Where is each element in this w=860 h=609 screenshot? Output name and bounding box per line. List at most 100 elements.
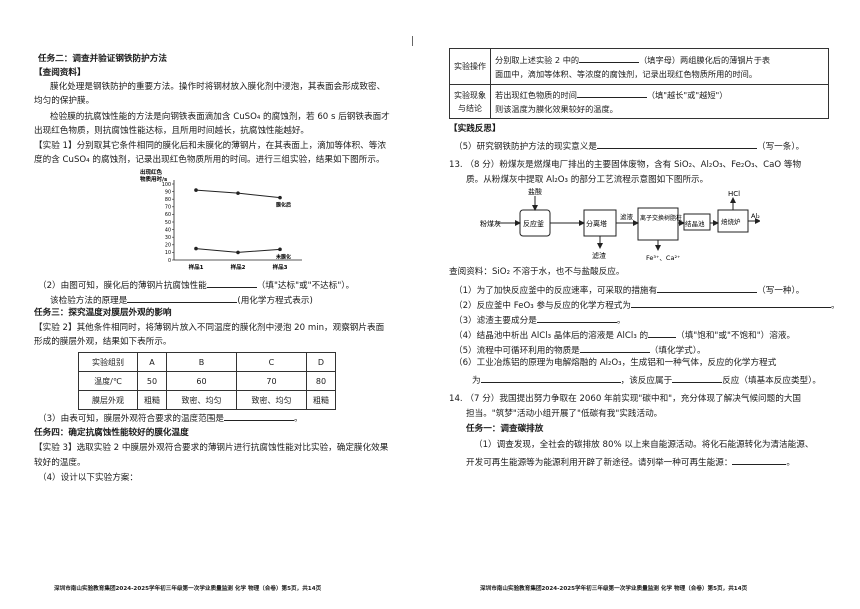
chart-point bbox=[194, 246, 198, 251]
right-page: 实验操作 分别取上述实验 2 中的（填字母）两组膜化后的薄钢片于表 面皿中，滴加… bbox=[430, 0, 860, 609]
experiment-2a: 【实验 2】其他条件相同时，将薄钢片放入不同温度的膜化剂中浸泡 20 min，观… bbox=[34, 323, 385, 333]
consult-label: 【查阅资料】 bbox=[34, 68, 86, 78]
table-cell: 粗糙 bbox=[136, 390, 168, 410]
question-13-2-end: 。 bbox=[831, 301, 840, 311]
table-row: 温度/℃ 50 60 70 80 bbox=[78, 371, 337, 391]
answer-blank-2b[interactable] bbox=[127, 293, 238, 303]
chart-y-tick-label: 80 bbox=[165, 197, 171, 203]
table-cell: 50 bbox=[136, 371, 168, 391]
chart-y-tick-label: 30 bbox=[165, 235, 171, 241]
result-cell: 若出现红色物质的时间 （填"越长"或"越短"） 则该温度为膜化效果较好的温度。 bbox=[490, 84, 829, 119]
row-label-result-1: 实验现象 bbox=[454, 90, 486, 100]
question-13-4-text: （4）结晶池中析出 AlCl₃ 晶体后的溶液是 AlCl₃ 的 bbox=[454, 331, 649, 341]
question-14-1a: （1）调查发现，全社会的碳排放 80% 以上来自能源活动。将化石能源转化为清洁能… bbox=[474, 440, 814, 450]
chart-x-tick-label: 样品3 bbox=[273, 263, 288, 271]
question-13-1-hint: （写一种）。 bbox=[757, 286, 805, 296]
answer-blank-time[interactable] bbox=[576, 88, 647, 98]
question-2a: （2）由图可知，膜化后的薄钢片抗腐蚀性能（填"达标"或"不达标"）。 bbox=[38, 278, 354, 292]
chart-point bbox=[278, 195, 282, 200]
question-13-6a: （6）工业冶炼铝的原理为电解熔融的 Al₂O₃，生成铝和一种气体，反应的化学方程… bbox=[454, 358, 777, 368]
table-header-cell: A bbox=[136, 352, 168, 372]
consult-note: 查阅资料：SiO₂ 不溶于水，也不与盐酸反应。 bbox=[449, 267, 625, 277]
question-13-3-text: （3）滤渣主要成分是 bbox=[454, 316, 537, 326]
page-footer: 深圳市南山实验教育集团2024-2025学年初三年级第一次学业质量监测 化学 物… bbox=[480, 586, 748, 592]
question-13-5: （5）流程中可循环利用的物质是（填化学式）。 bbox=[454, 343, 706, 357]
label-calciner: 焙烧炉 bbox=[721, 217, 741, 226]
task4-title: 任务四：确定抗腐蚀性能较好的膜化温度 bbox=[34, 428, 189, 438]
chart-series-label: 未膜化 bbox=[275, 253, 291, 260]
table-cell: 致密、均匀 bbox=[166, 390, 237, 410]
operation-cell: 分别取上述实验 2 中的（填字母）两组膜化后的薄钢片于表 面皿中，滴加等体积、等… bbox=[490, 48, 829, 85]
table-row: 实验现象 与结论 若出现红色物质的时间（填"越长"或"越短"） 则该温度为膜化效… bbox=[449, 84, 829, 119]
experiment-2b: 形成的膜层外观，结果如下表所示。 bbox=[34, 337, 172, 347]
answer-blank-13-6a[interactable] bbox=[480, 373, 621, 383]
row-label-operation: 实验操作 bbox=[449, 48, 491, 85]
experiment-1a: 【实验 1】分别取其它条件相同的膜化后和未膜化的薄钢片，在其表面上，滴加等体积、… bbox=[34, 141, 386, 151]
question-13-3-end: 。 bbox=[616, 316, 626, 326]
result-text: 若出现红色物质的时间 bbox=[495, 89, 577, 100]
chart-point bbox=[194, 188, 198, 192]
answer-blank-13-5[interactable] bbox=[579, 343, 650, 353]
label-separator: 分离塔 bbox=[586, 219, 607, 228]
operation-text-2: 面皿中，滴加等体积、等浓度的腐蚀剂，记录出现红色物质所用的时间。 bbox=[495, 68, 758, 79]
question-14a: 14. （7 分）我国提出努力争取在 2060 年前实现"碳中和"，充分体现了解… bbox=[449, 394, 802, 404]
question-13-1: （1）为了加快反应釜中的反应速率，可采取的措施有（写一种）。 bbox=[454, 283, 804, 297]
experiment-1b: 度的含 CuSO₄ 的腐蚀剂，记录出现红色物质所用的时间。进行三组实验，结果如下… bbox=[34, 155, 385, 165]
chart-x-tick-label: 样品2 bbox=[231, 263, 246, 271]
question-14-1b-end: 。 bbox=[786, 458, 796, 468]
paragraph-1b: 均匀的保护膜。 bbox=[34, 96, 95, 106]
table-cell: 温度/℃ bbox=[78, 371, 138, 391]
question-14-1b-text: 开发可再生能源等为能源利用开辟了新途径。请列举一种可再生能源： bbox=[466, 458, 733, 468]
answer-blank-3[interactable] bbox=[223, 411, 294, 421]
result-hint: （填"越长"或"越短"） bbox=[646, 89, 728, 100]
chart-y-tick-label: 20 bbox=[165, 243, 171, 249]
table-row: 实验操作 分别取上述实验 2 中的（填字母）两组膜化后的薄钢片于表 面皿中，滴加… bbox=[449, 48, 829, 85]
answer-blank-13-2[interactable] bbox=[631, 298, 831, 308]
question-5: （5）研究钢铁防护方法的现实意义是（写一条）。 bbox=[454, 139, 804, 153]
table-cell: 60 bbox=[166, 371, 237, 391]
question-13-6b: 为，该反应属于反应（填基本反应类型）。 bbox=[472, 373, 821, 387]
chart-y-tick-label: 0 bbox=[168, 258, 171, 264]
answer-blank-13-6b[interactable] bbox=[672, 373, 723, 383]
question-13-2: （2）反应釜中 FeO₃ 参与反应的化学方程式为。 bbox=[454, 298, 840, 312]
table-cell: 70 bbox=[235, 371, 307, 391]
result-text-2: 则该温度为膜化效果较好的温度。 bbox=[495, 103, 618, 114]
table-row: 膜层外观 粗糙 致密、均匀 致密、均匀 粗糙 bbox=[78, 390, 337, 410]
question-2a-hint: （填"达标"或"不达标"）。 bbox=[256, 281, 355, 291]
label-residue: 滤渣 bbox=[592, 251, 606, 260]
operation-text-cont: （填字母）两组膜化后的薄钢片于表 bbox=[639, 54, 771, 65]
table-header-cell: B bbox=[166, 352, 237, 372]
table-header-cell: D bbox=[305, 352, 337, 372]
answer-blank-13-3[interactable] bbox=[536, 313, 617, 323]
answer-blank-14-1[interactable] bbox=[732, 455, 787, 465]
paragraph-2a: 检验膜的抗腐蚀性能的方法是向钢铁表面滴加含 CuSO₄ 的腐蚀剂，若 60 s … bbox=[50, 112, 390, 122]
question-13-4: （4）结晶池中析出 AlCl₃ 晶体后的溶液是 AlCl₃ 的（填"饱和"或"不… bbox=[454, 328, 795, 342]
question-13-6b-mid: ，该反应属于 bbox=[620, 376, 673, 386]
answer-blank-5[interactable] bbox=[596, 139, 757, 149]
table-header-cell: 实验组别 bbox=[78, 352, 138, 372]
label-hcl: HCl bbox=[728, 190, 740, 198]
question-4: （4）设计以下实验方案： bbox=[38, 473, 138, 483]
chart-x-tick-label: 样品1 bbox=[189, 263, 204, 271]
experiment-3a: 【实验 3】选取实验 2 中膜层外观符合要求的薄钢片进行抗腐蚀性能对比实验，确定… bbox=[34, 443, 389, 453]
answer-blank-13-4[interactable] bbox=[648, 328, 677, 338]
task2-title: 任务二：调查并验证钢铁防护方法 bbox=[38, 54, 167, 64]
left-page: 任务二：调查并验证钢铁防护方法 【查阅资料】 膜化处理是钢铁防护的重要方法。操作… bbox=[34, 54, 390, 592]
table-cell: 粗糙 bbox=[305, 390, 337, 410]
experiment-3b: 较好的温度。 bbox=[34, 458, 86, 468]
answer-blank-13-1[interactable] bbox=[657, 283, 758, 293]
question-13-5-hint: （填化学式）。 bbox=[649, 346, 706, 356]
answer-blank-2a[interactable] bbox=[206, 278, 257, 288]
label-ion-exchange: 离子交换树脂柱 bbox=[640, 214, 682, 222]
question-14b: 担当。"筑梦"活动小组开展了"低碳有我"实践活动。 bbox=[466, 409, 663, 419]
binding-mark bbox=[412, 36, 413, 46]
task3-title: 任务三：探究温度对膜层外观的影响 bbox=[34, 308, 172, 318]
chart-series-label: 膜化后 bbox=[276, 202, 291, 209]
answer-blank-letters[interactable] bbox=[579, 53, 640, 63]
question-13-6b-text: 为 bbox=[472, 376, 481, 386]
chart-y-tick-label: 60 bbox=[165, 212, 171, 218]
label-crystal: 结晶池 bbox=[685, 219, 705, 228]
paragraph-2b: 出现红色物质，则抗腐蚀性能达标，且所用时间越长，抗腐蚀性能越好。 bbox=[34, 126, 310, 136]
label-filtrate: 滤液 bbox=[620, 212, 634, 221]
